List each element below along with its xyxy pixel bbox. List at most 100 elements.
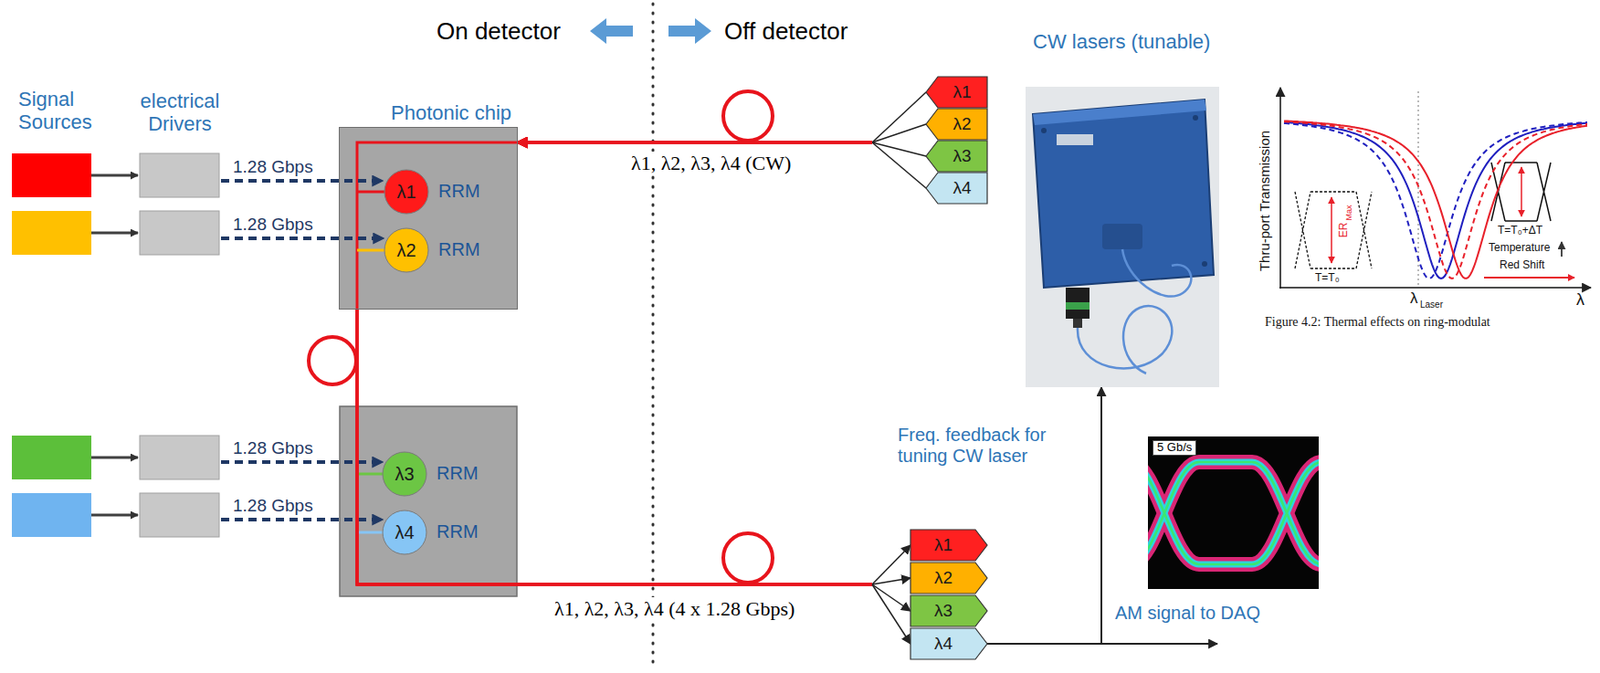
waveguide-stub [357,190,385,194]
connector [357,308,911,644]
connector [516,92,927,143]
text-label: Off detector [724,18,848,46]
connector-line [357,308,873,585]
fiber [1077,305,1172,374]
text-label: ER [1337,222,1351,239]
wavelength-tag: λ3 [926,140,988,172]
waveguide-stub [357,473,384,476]
text-label: Temperature [1488,242,1550,255]
connector-line [357,308,873,585]
wavelength-tag: λ1 [926,76,988,108]
laser-plate [1056,134,1094,146]
tag-outline [926,172,988,204]
text-label: Max [1344,204,1354,221]
ring-modulator: λ3RRM [381,451,428,497]
screw [1201,261,1208,267]
wavelength-label: λ1 [396,181,416,203]
fiber-loop [308,336,357,385]
text-label: electrical Drivers [127,89,232,137]
connector [357,308,911,585]
laser-port [1102,223,1143,250]
ring-modulator: λ4RRM [381,509,428,556]
connector [516,124,927,143]
connector [357,308,911,611]
laser-heading: CW lasers (tunable) [1032,30,1211,53]
wavelength-label: λ3 [394,463,414,485]
signal-source [11,493,92,537]
text-label: Laser [1420,299,1443,311]
wavelength-tag: λ3 [910,595,988,627]
photonic-chip: Photonic chipλ1RRMλ2RRM [339,127,517,309]
text-label: T=T₀+ΔT [1497,224,1543,238]
connector-line [516,141,873,145]
wavelength-label: λ2 [934,568,953,589]
direction-arrow [589,18,633,44]
text-label: AM signal to DAQ [1115,602,1261,624]
text-label: 1.28 Gbps [232,495,314,516]
laser-photo: CW lasers (tunable) [1025,86,1220,388]
wavelength-tag: λ4 [926,172,988,204]
signal-arrow [221,236,384,241]
transmission-curve [1284,121,1588,279]
direction-arrow [668,18,712,44]
y-axis [1279,87,1282,289]
edge-label: Freq. feedback for tuning CW laser [894,424,1079,467]
text-label: Thru-port Transmission [1256,130,1273,272]
transmission-curve [1284,122,1588,279]
text-label: T=T₀ [1315,272,1340,285]
tag-outline [910,595,988,627]
connector-line [872,545,911,585]
photonic-chip-lower [339,406,517,597]
edge-label: λ1, λ2, λ3, λ4 (4 x 1.28 Gbps) [551,597,798,621]
eye-inset [1491,162,1551,222]
text-label: 1.28 Gbps [232,214,314,235]
transmission-curve [1284,122,1588,279]
wavelength-label: λ4 [934,633,953,654]
x-axis [1279,286,1591,289]
ring-circle [384,169,429,214]
signal-arrow [221,178,383,183]
ring-circle [384,228,429,273]
wavelength-label: λ1 [952,82,971,103]
chip-waveguides [339,127,517,309]
eye-trace [1147,462,1319,565]
ring-modulator: λ1RRM [383,168,430,215]
connector-line [872,584,911,611]
connector-line [872,124,927,143]
ring-label: RRM [436,521,479,543]
chip-heading: Photonic chip [390,101,512,125]
boundary-line [652,3,655,670]
driver-box [139,493,220,537]
connector-boot [1073,318,1083,328]
eye-diagram: 5 Gb/s [1147,436,1319,590]
text-label: 1.28 Gbps [232,438,314,459]
connector-line [872,578,911,585]
text-label: λ [1410,289,1419,308]
text-label: On detector [436,18,561,46]
transmission-curve [1284,121,1588,279]
connector-ring [1065,302,1090,310]
waveguide [357,142,517,309]
laser-illustration [1025,86,1220,388]
wavelength-tag: λ2 [910,562,988,594]
wavelength-label: λ2 [396,240,416,262]
tag-outline [910,562,988,594]
connector-line [516,141,873,145]
waveguide-stub [357,531,384,535]
photo-ground [1025,86,1220,388]
connector-line [872,92,927,143]
laser-body [1032,99,1214,288]
shift-arrow [1484,276,1575,279]
fiber-loop [723,91,773,141]
wavelength-label: λ1 [934,535,953,556]
eye-pattern [1147,436,1319,590]
wavelength-label: λ3 [952,146,971,167]
wavelength-label: λ4 [952,178,971,199]
extinction-arrow [1520,167,1523,217]
tag-outline [926,76,988,108]
connector-line [357,308,873,585]
signal-source [11,210,92,255]
eye-label: 5 Gb/s [1152,440,1197,456]
